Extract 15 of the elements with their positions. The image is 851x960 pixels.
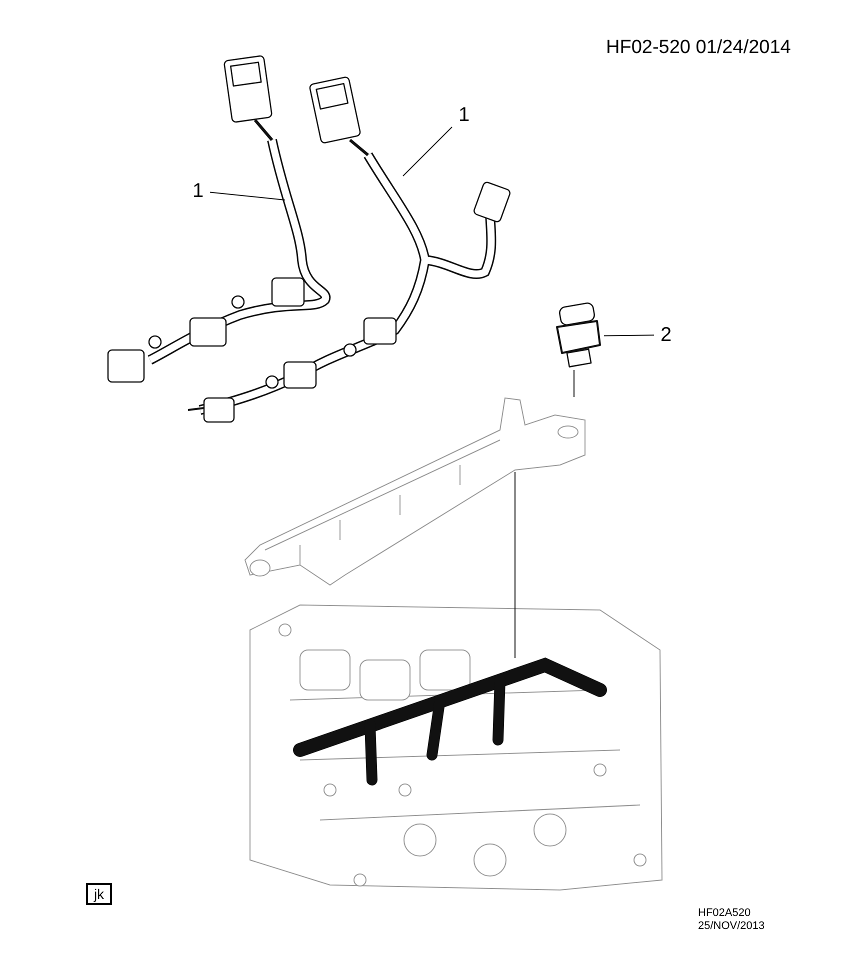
date-label: 25/NOV/2013: [698, 919, 765, 934]
callout-number: 1: [188, 178, 208, 204]
fuel-rail-drawing: [293, 657, 607, 786]
leader-line: [210, 192, 286, 200]
fuel-rail-drawing: [244, 397, 586, 586]
drawing-number: HF02-520 01/24/2014: [606, 36, 791, 60]
engine-drawing: [250, 604, 662, 890]
callout-number: 2: [656, 322, 676, 348]
callout-number: 1: [454, 102, 474, 128]
leader-line: [402, 126, 452, 176]
alignment-line: [514, 472, 516, 658]
illustration-code: HF02A520: [698, 906, 751, 921]
pressure-sensor-drawing: [556, 302, 601, 368]
boxed-code: jk: [86, 883, 112, 905]
leader-line: [604, 334, 654, 336]
